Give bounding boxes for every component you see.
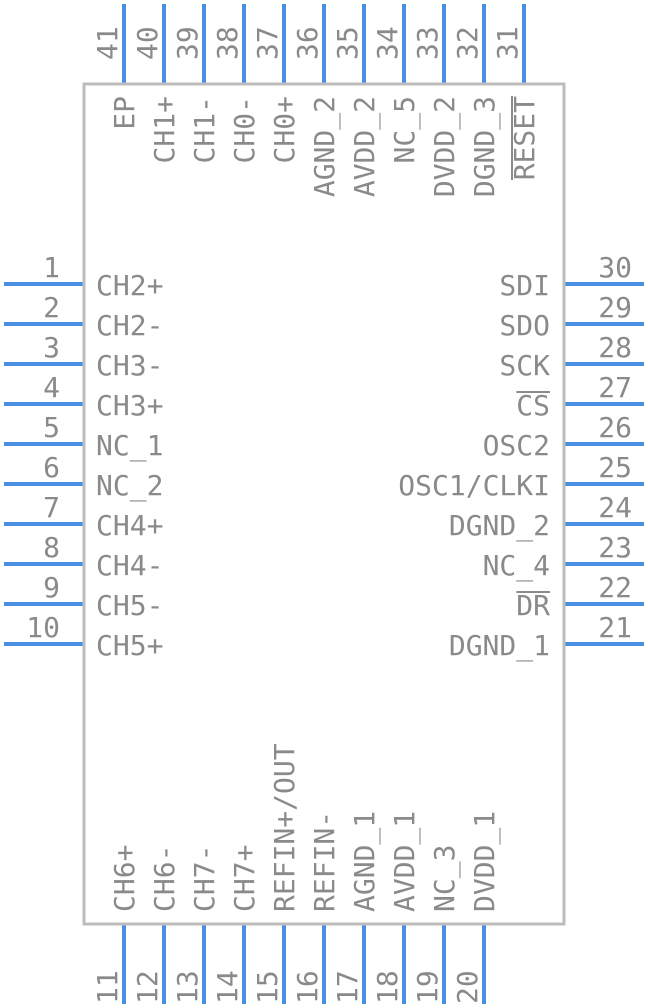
pin-14-number: 14	[211, 970, 244, 1004]
pin-41-number: 41	[91, 26, 124, 60]
pin-26-name: OSC2	[483, 429, 550, 462]
pin-30-name: SDI	[499, 269, 550, 302]
pin-18-number: 18	[371, 970, 404, 1004]
pin-29-name: SDO	[499, 309, 550, 342]
pin-21-name: DGND_1	[449, 629, 550, 663]
pin-6-number: 6	[43, 451, 60, 484]
pin-31-number: 31	[491, 26, 524, 60]
pin-12-name: CH6-	[148, 845, 181, 912]
pin-28-number: 28	[598, 331, 632, 364]
pin-31-name: RESET	[508, 96, 541, 180]
pin-3-number: 3	[43, 331, 60, 364]
ic-body	[82, 82, 566, 926]
pin-24-number: 24	[598, 491, 632, 524]
pin-40-number: 40	[131, 26, 164, 60]
pin-18-name: AVDD_1	[388, 811, 422, 912]
pin-16-number: 16	[291, 970, 324, 1004]
pin-13-number: 13	[171, 970, 204, 1004]
pin-15-number: 15	[251, 970, 284, 1004]
pin-29-number: 29	[598, 291, 632, 324]
pin-35-name: AVDD_2	[348, 96, 382, 197]
pin-40-name: CH1+	[148, 96, 181, 163]
pin-10-name: CH5+	[96, 629, 163, 662]
pin-38-number: 38	[211, 26, 244, 60]
pin-2-name: CH2-	[96, 309, 163, 342]
pin-4-name: CH3+	[96, 389, 163, 422]
pin-23-name: NC_4	[483, 549, 550, 583]
pin-16-name: REFIN-	[308, 811, 341, 912]
pin-2-number: 2	[43, 291, 60, 324]
pin-7-name: CH4+	[96, 509, 163, 542]
pin-20-number: 20	[451, 970, 484, 1004]
pin-19-name: NC_3	[428, 845, 462, 912]
pin-5-number: 5	[43, 411, 60, 444]
pin-13-name: CH7-	[188, 845, 221, 912]
pin-21-number: 21	[598, 611, 632, 644]
pin-10-number: 10	[26, 611, 60, 644]
pin-22-number: 22	[598, 571, 632, 604]
pin-17-number: 17	[331, 970, 364, 1004]
pin-5-name: NC_1	[96, 429, 163, 463]
pin-41-name: EP	[108, 96, 141, 130]
pin-9-name: CH5-	[96, 589, 163, 622]
pin-6-name: NC_2	[96, 469, 163, 503]
pin-23-number: 23	[598, 531, 632, 564]
pin-33-name: DVDD_2	[428, 96, 462, 197]
pin-37-number: 37	[251, 26, 284, 60]
pin-32-name: DGND_3	[468, 96, 502, 197]
pin-1-number: 1	[43, 251, 60, 284]
pin-35-number: 35	[331, 26, 364, 60]
pin-26-number: 26	[598, 411, 632, 444]
pin-25-number: 25	[598, 451, 632, 484]
pin-24-name: DGND_2	[449, 509, 550, 543]
pin-22-name: DR	[516, 589, 550, 622]
pin-32-number: 32	[451, 26, 484, 60]
pin-3-name: CH3-	[96, 349, 163, 382]
pin-17-name: AGND_1	[348, 811, 382, 912]
pin-36-name: AGND_2	[308, 96, 342, 197]
pin-36-number: 36	[291, 26, 324, 60]
pin-34-number: 34	[371, 26, 404, 60]
pin-27-number: 27	[598, 371, 632, 404]
pin-9-number: 9	[43, 571, 60, 604]
pin-33-number: 33	[411, 26, 444, 60]
pin-1-name: CH2+	[96, 269, 163, 302]
pin-39-number: 39	[171, 26, 204, 60]
pin-lines	[4, 4, 644, 1004]
pin-19-number: 19	[411, 970, 444, 1004]
pin-4-number: 4	[43, 371, 60, 404]
pin-27-name: CS	[516, 389, 550, 422]
pin-39-name: CH1-	[188, 96, 221, 163]
pin-20-name: DVDD_1	[468, 811, 502, 912]
pin-11-number: 11	[91, 970, 124, 1004]
pin-38-name: CH0-	[228, 96, 261, 163]
pin-14-name: CH7+	[228, 845, 261, 912]
pin-15-name: REFIN+/OUT	[268, 743, 301, 912]
pin-7-number: 7	[43, 491, 60, 524]
pin-34-name: NC_5	[388, 96, 422, 163]
pin-8-number: 8	[43, 531, 60, 564]
pin-12-number: 12	[131, 970, 164, 1004]
pin-30-number: 30	[598, 251, 632, 284]
pin-11-name: CH6+	[108, 845, 141, 912]
pin-25-name: OSC1/CLKI	[398, 469, 550, 502]
pin-37-name: CH0+	[268, 96, 301, 163]
pin-8-name: CH4-	[96, 549, 163, 582]
pin-28-name: SCK	[499, 349, 550, 382]
